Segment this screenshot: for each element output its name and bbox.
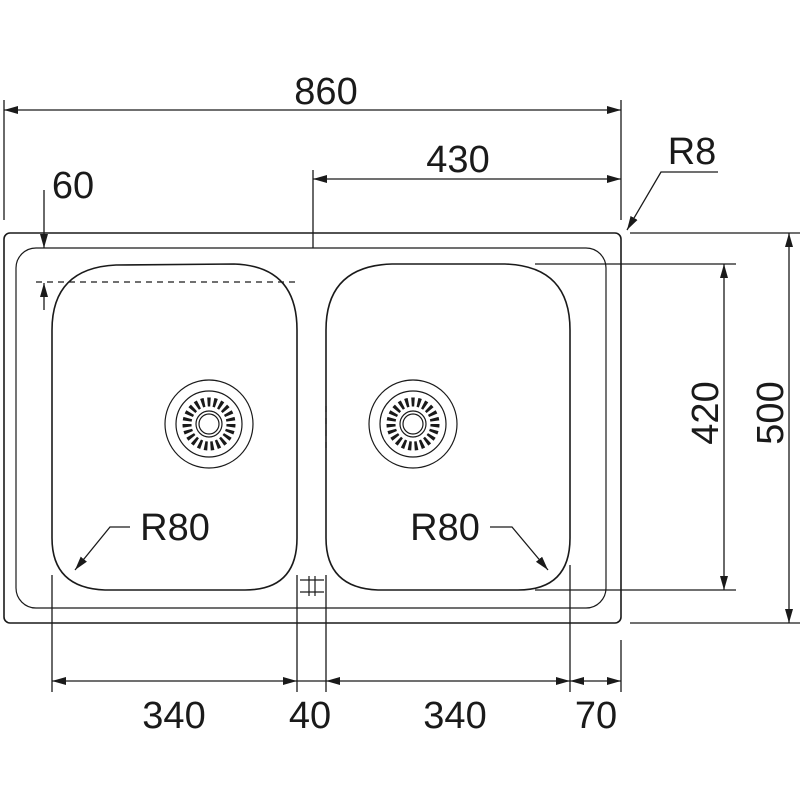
right-bowl [325,263,571,591]
left-bowl-radius-label: R80 [140,507,210,549]
right-drain-icon [368,379,458,469]
divider-connector [300,576,324,596]
rim-offset-label: 60 [52,165,94,207]
bowl-depth-label: 420 [685,381,727,444]
bowl-offset-label: 430 [426,139,489,181]
sink-rim-outline [15,247,607,609]
sink-outer-outline [3,232,622,624]
right-r80-leader [490,526,549,571]
divider-width-label: 40 [289,695,331,737]
right-bowl-width-label: 340 [423,695,486,737]
overall-depth-label: 500 [750,381,792,444]
left-bowl [51,263,298,591]
r8-leader [626,171,718,231]
left-r80-leader [74,526,130,571]
right-margin-label: 70 [575,695,617,737]
left-bowl-width-label: 340 [142,695,205,737]
left-drain-icon [164,379,254,469]
corner-radius-label: R8 [668,131,717,173]
right-bowl-radius-label: R80 [410,507,480,549]
overall-width-label: 860 [294,71,357,113]
extension-lines [3,100,800,692]
